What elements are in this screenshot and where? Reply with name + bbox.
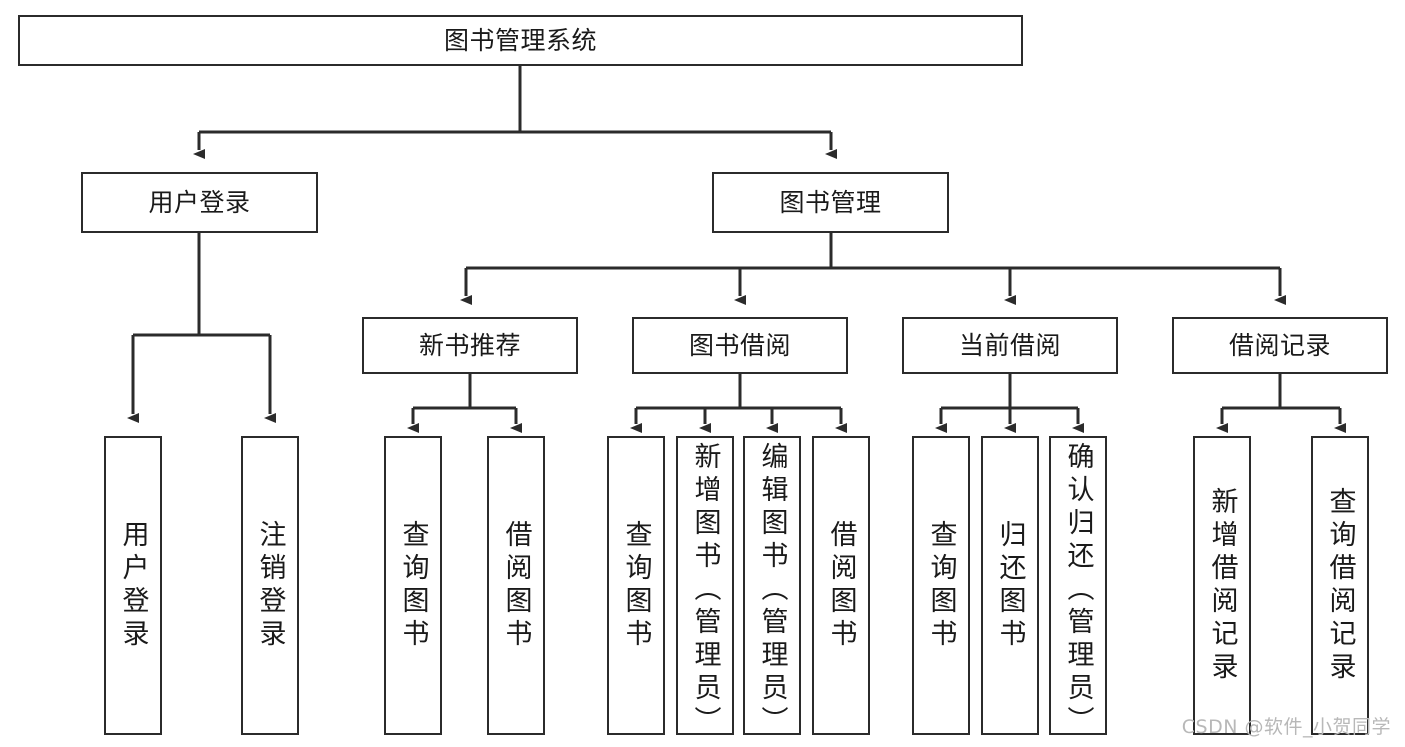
node-leaf-edit-book[interactable]: 编辑图书（管理员） — [743, 436, 801, 735]
node-leaf-query-book-2[interactable]: 查询图书 — [607, 436, 665, 735]
node-leaf-logout-label: 注销登录 — [254, 519, 286, 652]
node-leaf-query-book-3[interactable]: 查询图书 — [912, 436, 970, 735]
node-leaf-add-borrow-record-label: 新增借阅记录 — [1206, 486, 1238, 685]
node-leaf-query-borrow-record[interactable]: 查询借阅记录 — [1311, 436, 1369, 735]
node-leaf-borrow-book-2[interactable]: 借阅图书 — [812, 436, 870, 735]
watermark-text: CSDN @软件_小贺同学 — [1181, 716, 1391, 738]
node-leaf-borrow-book-1[interactable]: 借阅图书 — [487, 436, 545, 735]
node-leaf-borrow-book-1-label: 借阅图书 — [500, 519, 532, 652]
node-leaf-confirm-return-label: 确认归还（管理员） — [1062, 442, 1094, 735]
node-leaf-query-book-3-label: 查询图书 — [925, 519, 957, 652]
node-current-borrow[interactable]: 当前借阅 — [902, 317, 1118, 374]
node-leaf-add-borrow-record[interactable]: 新增借阅记录 — [1193, 436, 1251, 735]
node-leaf-query-book-1[interactable]: 查询图书 — [384, 436, 442, 735]
node-new-book-recommend-label: 新书推荐 — [418, 330, 521, 360]
node-leaf-return-book[interactable]: 归还图书 — [981, 436, 1039, 735]
node-leaf-query-book-2-label: 查询图书 — [620, 519, 652, 652]
node-book-borrow-label: 图书借阅 — [688, 330, 791, 360]
node-user-login[interactable]: 用户登录 — [81, 172, 318, 233]
node-leaf-logout[interactable]: 注销登录 — [241, 436, 299, 735]
node-book-borrow[interactable]: 图书借阅 — [632, 317, 848, 374]
node-root-label: 图书管理系统 — [443, 25, 597, 55]
node-leaf-add-book[interactable]: 新增图书（管理员） — [676, 436, 734, 735]
node-leaf-confirm-return[interactable]: 确认归还（管理员） — [1049, 436, 1107, 735]
node-root[interactable]: 图书管理系统 — [18, 15, 1023, 66]
node-leaf-user-login[interactable]: 用户登录 — [104, 436, 162, 735]
node-book-management[interactable]: 图书管理 — [712, 172, 949, 233]
node-leaf-user-login-label: 用户登录 — [117, 519, 149, 652]
node-book-management-label: 图书管理 — [779, 187, 882, 217]
node-user-login-label: 用户登录 — [148, 187, 251, 217]
node-borrow-record[interactable]: 借阅记录 — [1172, 317, 1388, 374]
node-borrow-record-label: 借阅记录 — [1228, 330, 1331, 360]
node-new-book-recommend[interactable]: 新书推荐 — [362, 317, 578, 374]
node-leaf-return-book-label: 归还图书 — [994, 519, 1026, 652]
node-leaf-query-borrow-record-label: 查询借阅记录 — [1324, 486, 1356, 685]
node-leaf-edit-book-label: 编辑图书（管理员） — [756, 442, 788, 735]
node-leaf-add-book-label: 新增图书（管理员） — [689, 442, 721, 735]
node-leaf-borrow-book-2-label: 借阅图书 — [825, 519, 857, 652]
node-current-borrow-label: 当前借阅 — [958, 330, 1061, 360]
node-leaf-query-book-1-label: 查询图书 — [397, 519, 429, 652]
